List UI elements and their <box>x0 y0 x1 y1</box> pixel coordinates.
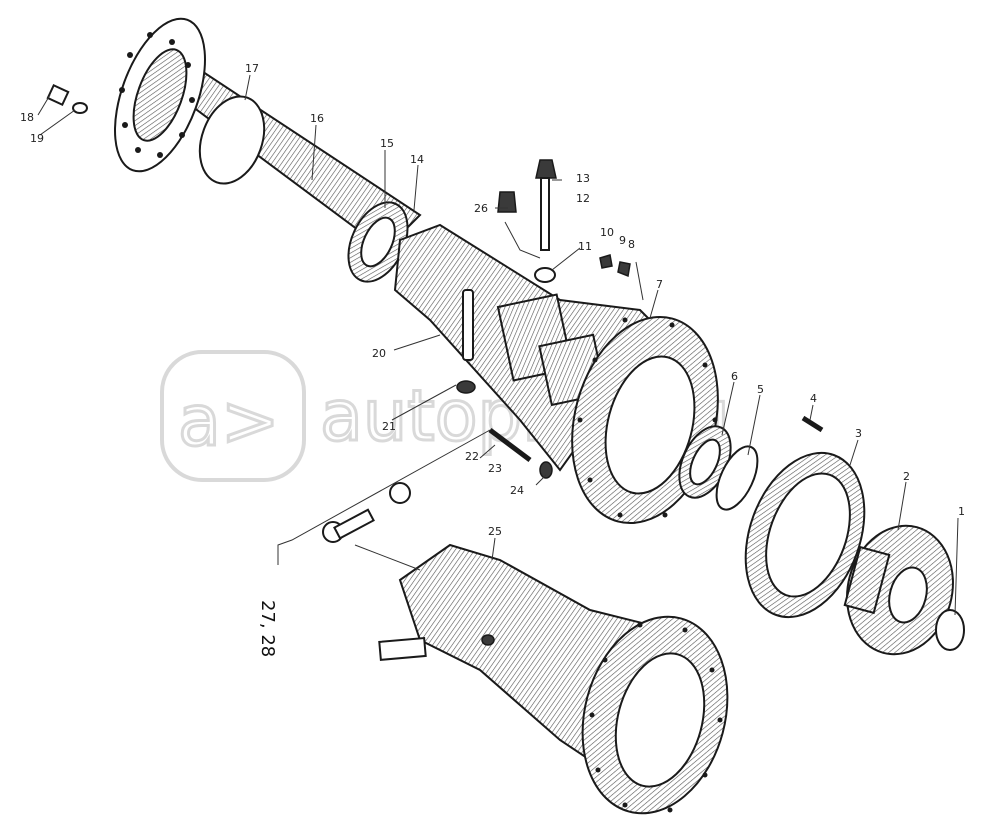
callout-8: 8 <box>628 238 635 251</box>
callout-11: 11 <box>578 240 592 253</box>
flange-bolt <box>46 83 88 114</box>
callout-5: 5 <box>757 383 764 396</box>
hub-carrier <box>843 524 954 656</box>
callout-24: 24 <box>510 484 524 497</box>
callout-9: 9 <box>619 234 626 247</box>
small-fasteners-8-10 <box>599 254 631 278</box>
callout-23: 23 <box>488 462 502 475</box>
callout-10: 10 <box>600 226 614 239</box>
callout-20: 20 <box>372 347 386 360</box>
small-bolt-26 <box>497 191 517 213</box>
callout-27-28: 27, 28 <box>257 600 278 657</box>
seal-ring-6 <box>678 425 732 499</box>
axle-shaft-with-flange <box>114 17 422 252</box>
ring-gear <box>744 451 866 619</box>
callout-26: 26 <box>474 202 488 215</box>
callout-2: 2 <box>903 470 910 483</box>
pin-and-bushing-27-28 <box>277 429 491 565</box>
callout-1: 1 <box>958 505 965 518</box>
callout-7: 7 <box>656 278 663 291</box>
callout-3: 3 <box>855 427 862 440</box>
lower-housing-bolt-holes <box>589 622 723 813</box>
pin-4 <box>801 415 824 433</box>
callout-15: 15 <box>380 137 394 150</box>
callout-21: 21 <box>382 420 396 433</box>
watermark-badge: a> <box>178 380 280 462</box>
callout-22: 22 <box>465 450 479 463</box>
snap-ring <box>935 609 965 651</box>
callout-6: 6 <box>731 370 738 383</box>
callout-25: 25 <box>488 525 502 538</box>
stud-and-nut <box>488 428 553 479</box>
leader-lines <box>37 74 959 616</box>
callout-labels: 1 2 3 4 5 6 7 8 9 10 11 12 13 14 15 16 1… <box>20 62 965 657</box>
callout-17: 17 <box>245 62 259 75</box>
flange-bolt-holes <box>119 32 195 158</box>
callout-18: 18 <box>20 111 34 124</box>
callout-14: 14 <box>410 153 424 166</box>
callout-12: 12 <box>576 192 590 205</box>
lower-axle-housing <box>378 543 729 815</box>
vertical-bolt <box>534 159 557 283</box>
callout-13: 13 <box>576 172 590 185</box>
callout-19: 19 <box>30 132 44 145</box>
upper-housing-bolt-holes <box>577 317 718 518</box>
callout-4: 4 <box>810 392 817 405</box>
bearing <box>347 201 409 283</box>
callout-16: 16 <box>310 112 324 125</box>
seal-ring-5 <box>715 445 759 511</box>
